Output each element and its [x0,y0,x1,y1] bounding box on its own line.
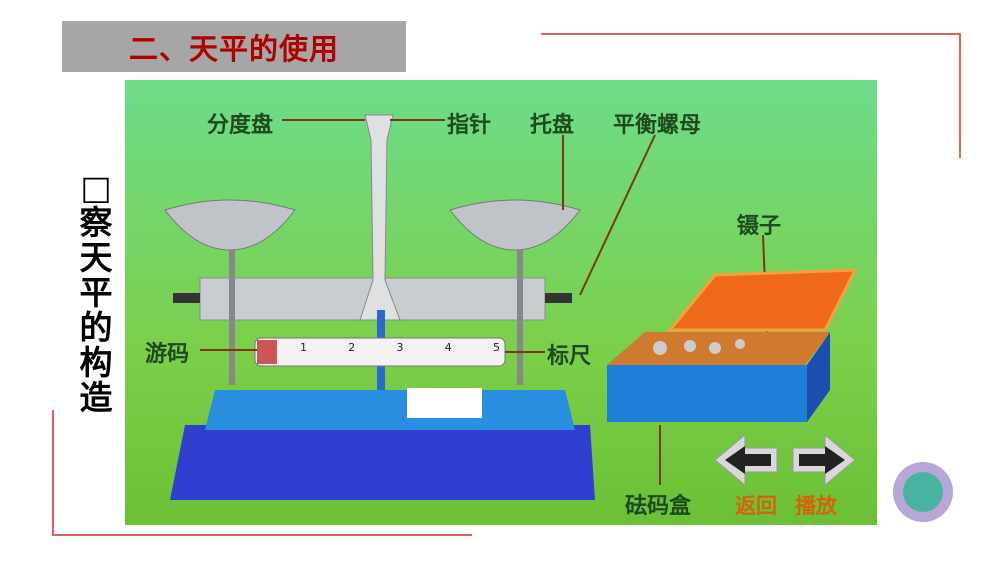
balance-base [170,425,595,500]
left-balance-nut [173,293,200,303]
decor-line-bottom [52,534,472,536]
side-heading-char: 平 [79,273,113,312]
pointer-column [359,114,401,321]
school-logo-emblem [903,472,943,512]
side-heading-char: 天 [79,238,113,277]
label-balance-nut: 平衡螺母 [613,112,702,138]
right-pan-post [517,250,523,385]
label-pointer: 指针 [447,112,492,138]
label-dial: 分度盘 [207,112,274,138]
left-pan-post [229,250,235,385]
weight-box-lid [666,268,858,332]
label-rider: 游码 [145,341,190,367]
side-heading-char: 造 [79,378,113,417]
scale-tick: 4 [444,341,452,354]
weight-box-front [607,365,807,422]
balance-diagram: 分度盘 指针 托盘 平衡螺母 镊子 游码 标尺 砝码盒 1 2 3 4 5 返回… [125,80,877,525]
side-heading-char: 构 [79,343,113,382]
side-heading-char: 的 [79,308,113,347]
slide-title-box: 二、天平的使用 [62,21,406,72]
scale-tick: 3 [396,341,404,354]
left-pan [164,199,296,251]
right-pan [449,199,581,251]
school-logo [893,462,953,522]
side-heading-char: 察 [79,203,113,242]
balance-base-top [205,390,575,430]
rider [257,340,277,364]
side-heading-char: □ [80,168,112,207]
scale-tick: 2 [348,341,356,354]
decor-line-left [52,410,54,536]
label-tweezers: 镊子 [737,213,782,239]
side-heading: □ 察 天 平 的 构 造 [74,170,118,415]
decor-line-right [959,33,961,158]
nameplate [407,388,482,418]
play-button[interactable]: 播放 [795,493,837,518]
scale-ticks: 1 2 3 4 5 [300,341,500,354]
slide-title: 二、天平的使用 [128,31,339,66]
scale-tick: 5 [493,341,500,354]
label-scale: 标尺 [547,343,592,369]
label-pan: 托盘 [530,112,575,138]
right-balance-nut [545,293,572,303]
label-weight-box: 砝码盒 [625,493,692,519]
decor-line-top [541,33,960,35]
scale-tick: 1 [300,341,307,354]
balance-illustration [164,114,858,500]
weight-box-side [807,332,830,422]
back-button[interactable]: 返回 [735,493,777,518]
